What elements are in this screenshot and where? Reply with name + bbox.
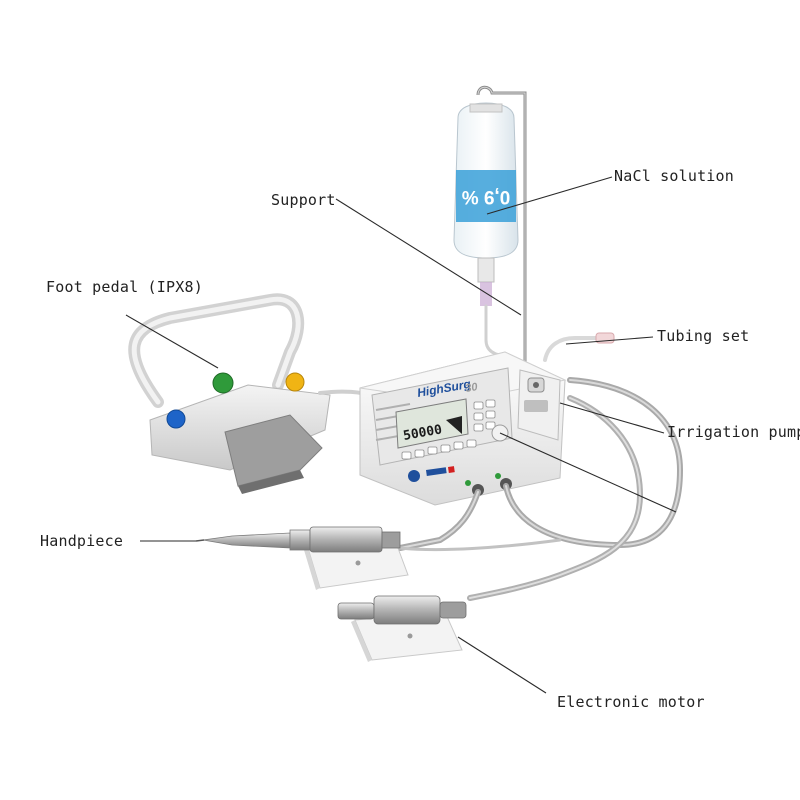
cables [397, 377, 683, 601]
label-electronic-motor: Electronic motor [557, 693, 705, 711]
label-irrigation-pump: Irrigation pump [667, 423, 800, 441]
pedal-yellow-button [285, 372, 305, 392]
lcd-display [395, 398, 469, 449]
label-foot-pedal: Foot pedal (IPX8) [46, 278, 203, 296]
labels: NaCl solution Support Foot pedal (IPX8) … [40, 167, 800, 711]
handpiece-body [309, 526, 383, 553]
label-support: Support [271, 191, 336, 209]
pedal-blue-button [166, 409, 186, 429]
leader-support [335, 198, 522, 316]
leader-irrigation-pump [559, 402, 665, 434]
support-pole [476, 85, 527, 370]
label-nacl-solution: NaCl solution [614, 167, 734, 185]
handpiece-tip [202, 532, 291, 549]
drip-chamber [477, 257, 495, 283]
label-tubing-set: Tubing set [657, 327, 749, 345]
leader-nacl [486, 176, 613, 215]
pedal-plate [224, 414, 323, 487]
handpiece [195, 526, 409, 590]
leader-foot-pedal [125, 314, 219, 369]
leader-tubing-set [565, 336, 654, 345]
leader-lines [125, 176, 677, 694]
label-handpiece: Handpiece [40, 532, 123, 550]
model-suffix: 30 [464, 381, 479, 395]
leader-electronic-motor [457, 636, 547, 694]
bag-tube [484, 304, 512, 358]
leader-control-unit [499, 432, 677, 513]
foot-pedal [128, 293, 377, 494]
swiss-flag [448, 466, 455, 473]
electronic-motor [337, 595, 467, 662]
control-unit: HighSurg 30 50000 [359, 351, 567, 506]
display-speed: 50000 [402, 422, 443, 444]
tubing-set [543, 336, 602, 362]
keypad [401, 399, 496, 460]
pedal-green-button [212, 372, 234, 394]
saline-bag: 0,9 % [453, 102, 519, 358]
pedal-base [149, 384, 331, 471]
saline-label [456, 170, 516, 222]
manufacturer-logo [408, 470, 420, 482]
saline-concentration: 0,9 % [462, 186, 511, 207]
motor-body [373, 595, 441, 625]
